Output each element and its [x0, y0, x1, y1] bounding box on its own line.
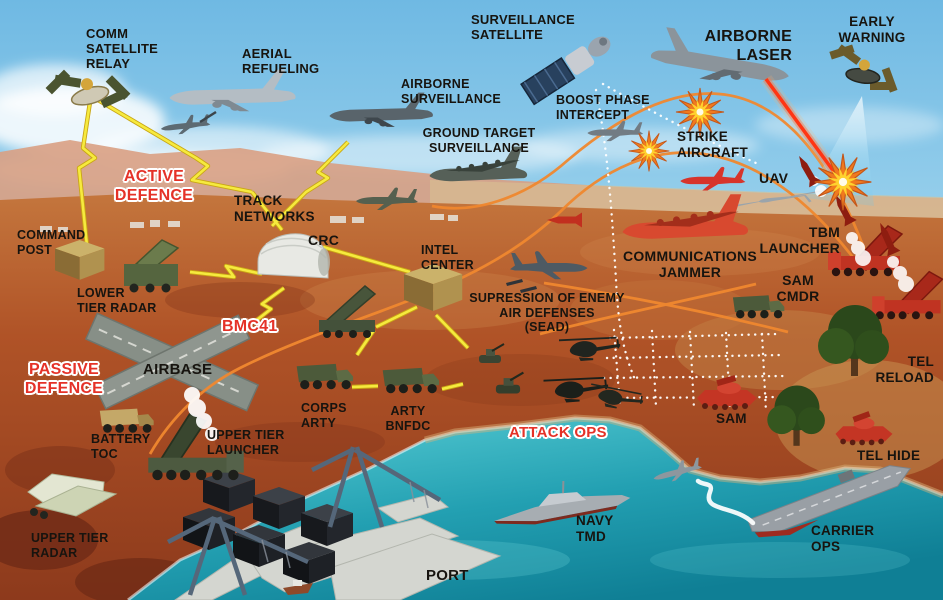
- label-command-post: COMMAND POST: [17, 228, 86, 257]
- label-arty-bnfdc: ARTY BNFDC: [385, 404, 431, 433]
- label-sam: SAM: [716, 411, 747, 426]
- crane-rigging: [261, 481, 429, 569]
- label-navy-tmd: NAVY TMD: [576, 513, 614, 544]
- port-crane: [166, 446, 442, 596]
- label-surveillance-satellite: SURVEILLANCE SATELLITE: [471, 12, 575, 43]
- port: [166, 446, 502, 600]
- label-sam-cmdr: SAM CMDR: [776, 272, 820, 305]
- label-port: PORT: [426, 567, 469, 584]
- label-boost-phase-intercept: BOOST PHASE INTERCEPT: [556, 93, 650, 122]
- crc-shelter-icon: [257, 233, 330, 279]
- label-sead: SUPRESSION OF ENEMY AIR DEFENSES (SEAD): [469, 291, 625, 334]
- label-comm-satellite-relay: COMM SATELLITE RELAY: [86, 26, 159, 72]
- upper-tier-launcher-icon: [148, 412, 244, 481]
- label-tel-hide: TEL HIDE: [857, 448, 921, 463]
- lower-tier-radar-icon: [124, 239, 180, 293]
- label-lower-tier-radar: LOWER TIER RADAR: [77, 286, 157, 315]
- ugv-robot-icon: [479, 343, 505, 363]
- small-boat: [283, 580, 313, 595]
- label-strike-aircraft: STRIKE AIRCRAFT: [677, 129, 748, 160]
- label-uav: UAV: [759, 170, 789, 186]
- label-upper-tier-launcher: UPPER TIER LAUNCHER: [207, 428, 285, 457]
- harm-missiles: [506, 279, 537, 293]
- label-tel-reload: TEL RELOAD: [875, 354, 934, 385]
- label-active-defence: ACTIVE DEFENCE: [114, 168, 194, 204]
- label-corps-arty: CORPS ARTY: [301, 401, 347, 430]
- tree-icon: [818, 305, 889, 376]
- airbase-runway: [84, 312, 260, 412]
- label-battery-toc: BATTERY TOC: [91, 432, 151, 461]
- carrier-icon: [747, 465, 912, 538]
- laser-beam: [760, 75, 846, 184]
- label-aerial-refueling: AERIAL REFUELING: [242, 46, 320, 77]
- comm-satellite-icon: [45, 69, 131, 109]
- tbm-tel-icon: [872, 270, 943, 320]
- orange-trajectories: [148, 92, 869, 455]
- sam-vehicle-icon: [697, 375, 757, 410]
- label-early-warning: EARLY WARNING: [838, 14, 906, 45]
- upper-tier-radar-icon: [27, 473, 118, 519]
- refueling-boom: [199, 110, 217, 124]
- label-airborne-laser: AIRBORNE LASER: [704, 28, 792, 64]
- label-intel-center: INTEL CENTER: [421, 243, 474, 272]
- label-passive-defence: PASSIVE DEFENCE: [24, 361, 104, 397]
- launch-smoke: [184, 387, 219, 441]
- carrier-jet-contrail: [695, 478, 756, 526]
- shore-foam: [127, 416, 943, 600]
- label-tbm-launcher: TBM LAUNCHER: [759, 224, 840, 257]
- label-upper-tier-radar: UPPER TIER RADAR: [31, 531, 109, 560]
- label-airborne-surveillance: AIRBORNE SURVEILLANCE: [401, 77, 502, 106]
- tree-icon: [767, 385, 825, 446]
- early-warning-satellite-icon: [829, 44, 898, 93]
- surveillance-satellite-icon: [520, 36, 611, 106]
- patriot-launcher-icon: [319, 285, 377, 338]
- label-airbase: AIRBASE: [143, 361, 213, 378]
- horizon-town: [40, 214, 458, 232]
- white-dotted-links: [594, 82, 792, 414]
- label-track-networks: TRACK NETWORKS: [234, 193, 315, 224]
- tel-hide-vehicle-icon: [835, 411, 893, 446]
- label-attack-ops: ATTACK OPS: [509, 424, 607, 441]
- navy-ship-icon: [494, 480, 631, 525]
- ugv-robot-icon: [495, 371, 524, 394]
- label-carrier-ops: CARRIER OPS: [811, 523, 875, 554]
- label-ground-target-surveillance: GROUND TARGET SURVEILLANCE: [422, 126, 536, 155]
- label-bmc41: BMC41: [222, 318, 278, 335]
- label-crc: CRC: [308, 232, 340, 248]
- label-communications-jammer: COMMUNICATIONS JAMMER: [623, 248, 757, 281]
- yellow-comm-links: [76, 98, 470, 392]
